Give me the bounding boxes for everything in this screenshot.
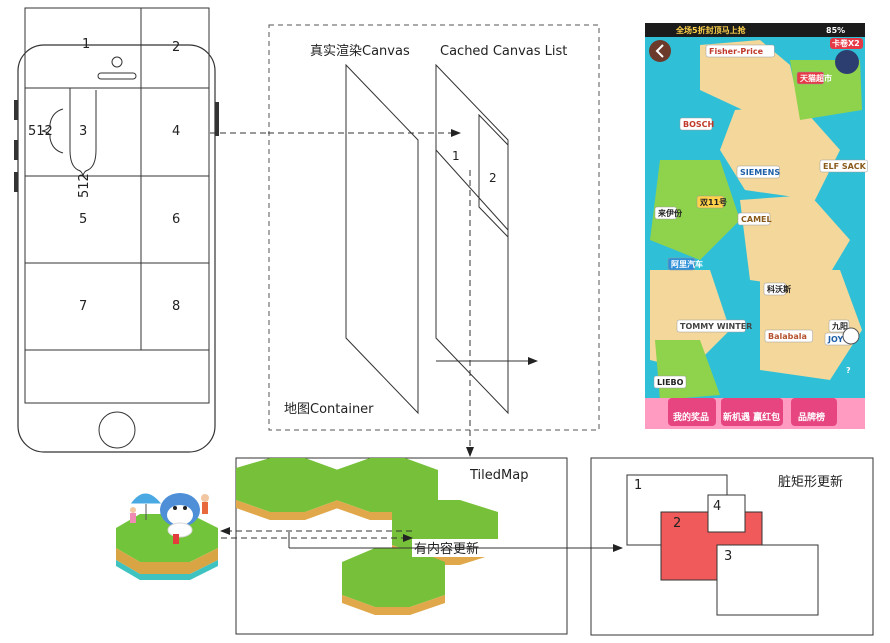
dirty-rect-2-label: 2 (673, 516, 681, 531)
globe-icon[interactable] (835, 50, 859, 74)
brand-tag-bg-9 (654, 206, 677, 220)
brand-tag-bg-6 (763, 282, 786, 296)
brand-tag-0[interactable]: BOSCH (683, 120, 714, 129)
tile-8-label: 8 (172, 299, 180, 314)
phone-home-button (98, 411, 136, 449)
phone-speaker (97, 72, 137, 80)
hex-tile-4 (342, 548, 445, 615)
dirty-rect-3 (716, 544, 819, 616)
height-label: 512 (77, 173, 92, 198)
brand-tag-bg-1 (736, 165, 780, 179)
brand-tag-bg-7 (653, 375, 687, 389)
red-packet-label: 新机遇 赢红包 (723, 411, 780, 423)
dirty-rect-3-label: 3 (724, 549, 732, 564)
island-illustration (116, 492, 218, 580)
brand-tag-bg-8 (764, 329, 813, 343)
brand-tag-10[interactable]: ELF SACK (823, 162, 867, 171)
brand-tag-6[interactable]: 科沃斯 (767, 284, 791, 294)
cached-canvas-item-2 (478, 113, 509, 239)
tile-7-label: 7 (79, 299, 87, 314)
map-container-box (268, 24, 600, 431)
brand-tag-bg-0 (679, 117, 713, 131)
brand-ranking-label: 品牌榜 (798, 411, 825, 423)
back-button-icon[interactable] (649, 40, 671, 62)
width-label: 512 (28, 124, 53, 139)
brand-tag-bg-2 (796, 71, 825, 85)
my-prizes-label: 我的奖品 (673, 411, 709, 423)
cache-item-1-label: 1 (452, 149, 460, 163)
cached-canvas-plane (435, 63, 509, 415)
dirty-rect-box (590, 457, 874, 636)
cache-item-2-label: 2 (489, 171, 497, 185)
game-status-bar (645, 23, 865, 37)
brand-tag-8[interactable]: Balabala (768, 332, 807, 341)
tile-3-label: 3 (79, 124, 87, 139)
brand-tag-bg-12 (705, 44, 775, 58)
brand-tag-bg-3 (737, 212, 771, 226)
cached-list-label: Cached Canvas List (440, 44, 567, 59)
brand-tag-bg-5 (696, 195, 725, 209)
battery-text: 85% (826, 26, 845, 35)
brand-tag-bg-14 (828, 319, 850, 333)
tile-1-label: 1 (82, 37, 90, 52)
phone-side-button-3 (14, 172, 18, 192)
canvas-container-section: 真实渲染Canvas Cached Canvas List 1 2 地图Cont… (268, 24, 600, 457)
phone-body (17, 44, 216, 453)
tile-grid (24, 7, 210, 404)
tiledmap-section: TiledMap 有内容更新 (220, 457, 623, 635)
brand-tag-11[interactable]: JOYO (827, 335, 850, 344)
tile-4-label: 4 (172, 124, 180, 139)
brand-tag-bg-4 (667, 257, 696, 271)
brand-tag-9[interactable]: 来伊份 (657, 208, 683, 218)
brand-tag-5[interactable]: 双11号 (700, 198, 727, 207)
tiledmap-title: TiledMap (469, 468, 528, 483)
brand-tag-14[interactable]: 九阳 (831, 321, 848, 331)
brand-tag-12[interactable]: Fisher-Price (709, 47, 764, 56)
dirty-rect-1-label: 1 (634, 478, 642, 493)
width-brace (41, 108, 64, 154)
person-icon (201, 494, 209, 502)
phone-side-button-2 (14, 140, 18, 160)
brand-tag-4[interactable]: 阿里汽车 (671, 259, 703, 269)
tile-2-label: 2 (172, 40, 180, 55)
phone-power-button (215, 102, 219, 136)
game-screenshot: 全场5折封顶马上抢 85% 卡卷X2 BOSCH SIEMENS 天猫超市 CAMEL… (645, 23, 868, 429)
phone-section: 1 2 3 4 5 6 7 8 512 512 (14, 7, 268, 453)
brand-ranking-button[interactable] (791, 398, 837, 426)
update-label: 有内容更新 (414, 541, 479, 557)
dirty-rect-4-label: 4 (713, 499, 721, 514)
brand-tag-3[interactable]: CAMEL (741, 215, 772, 224)
cached-canvas-divider (435, 149, 509, 231)
red-packet-button[interactable] (721, 398, 783, 426)
brand-tag-7[interactable]: LIEBO (657, 378, 684, 387)
brand-tag-bg-10 (819, 159, 868, 173)
height-brace (69, 88, 97, 177)
real-canvas-plane (345, 63, 419, 415)
my-prizes-button[interactable] (668, 398, 716, 426)
brand-tag-bg-13 (676, 319, 746, 333)
brand-tag-1[interactable]: SIEMENS (740, 168, 780, 177)
umbrella-icon (129, 492, 164, 505)
dirty-rect-4 (707, 494, 746, 533)
map-container-label: 地图Container (284, 402, 374, 417)
tile-6-label: 6 (172, 212, 180, 227)
status-bar-text: 全场5折封顶马上抢 (675, 25, 747, 35)
phone-camera-icon (111, 56, 123, 68)
real-canvas-label: 真实渲染Canvas (310, 44, 410, 59)
brand-tag-13[interactable]: TOMMY WINTER (680, 322, 752, 331)
settings-gear-icon[interactable] (842, 327, 860, 345)
dirty-rect-title: 脏矩形更新 (778, 474, 843, 490)
phone-side-button-1 (14, 100, 18, 120)
badge-text: 卡卷X2 (832, 38, 860, 48)
help-icon[interactable]: ? (846, 366, 851, 375)
badge (830, 38, 863, 49)
hex-tile-1 (236, 458, 338, 520)
tile-5-label: 5 (79, 212, 87, 227)
dirty-rect-section: 脏矩形更新 1 2 3 4 (590, 457, 874, 636)
brand-tag-2[interactable]: 天猫超市 (800, 73, 832, 83)
